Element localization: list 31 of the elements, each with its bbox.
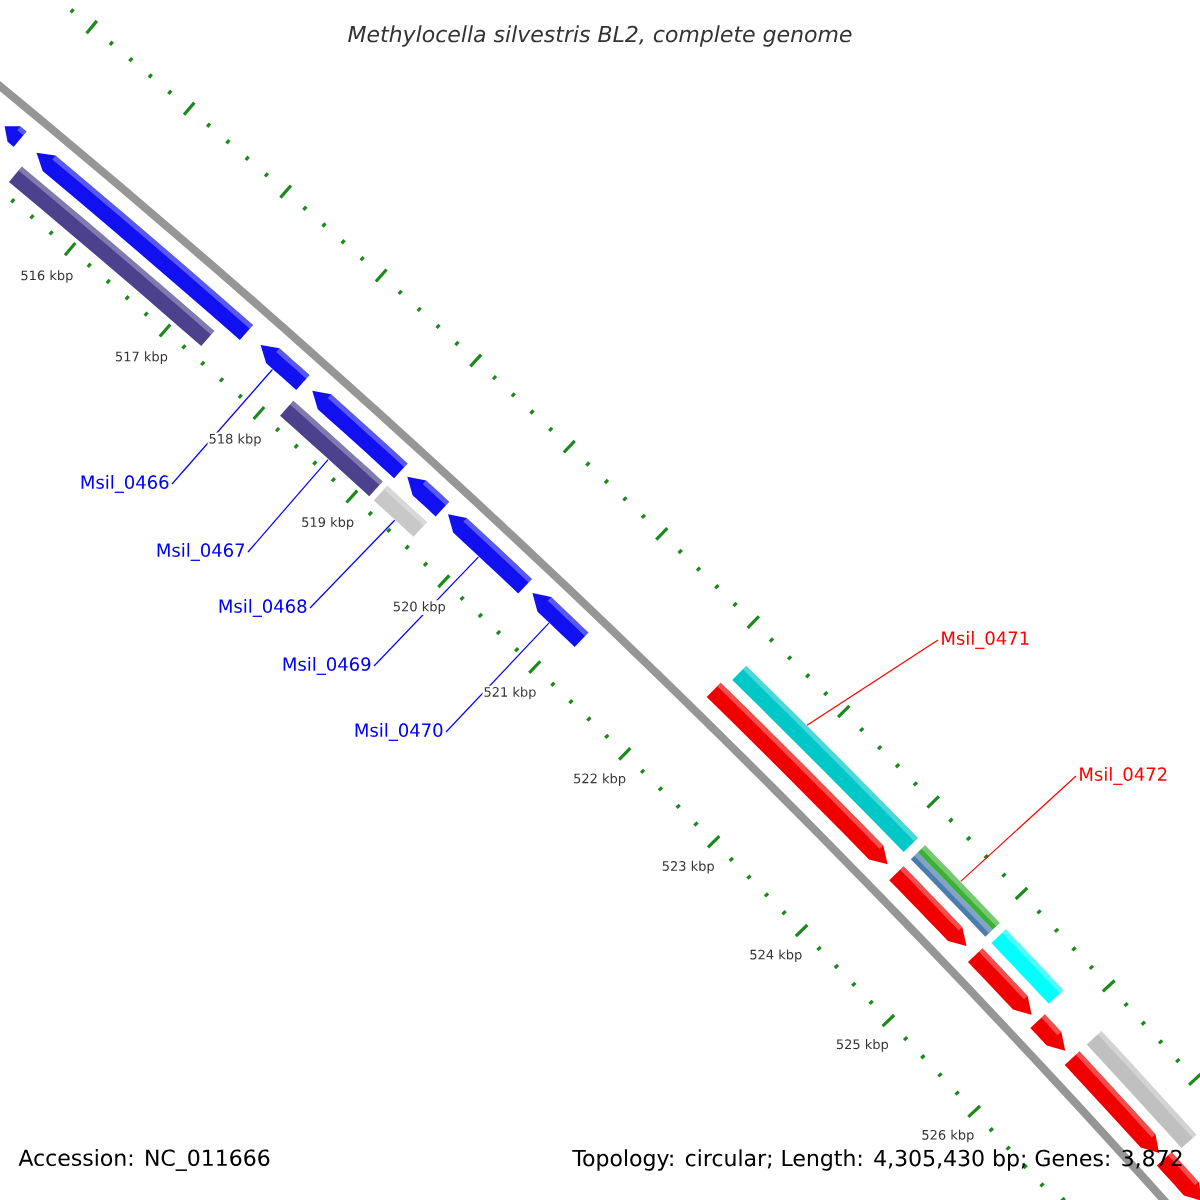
gene-label: Msil_0469 [283, 657, 371, 675]
gene-feature [448, 514, 532, 594]
gene-feature [407, 476, 450, 517]
gene-feature [968, 948, 1032, 1015]
gene-label: Msil_0472 [1080, 767, 1167, 785]
gene-bar [991, 929, 1064, 1004]
gene-bar [9, 166, 215, 347]
gene-bar [732, 665, 919, 852]
gene-label: Msil_0467 [157, 543, 245, 561]
title: Methylocella silvestris BL2, complete genome [348, 25, 852, 47]
gene-feature [889, 866, 967, 946]
gene-label: Msil_0466 [81, 475, 169, 493]
gene-label: Msil_0470 [355, 723, 443, 741]
accession-label: Accession: NC_011666 [18, 1149, 270, 1171]
leader-line [373, 556, 480, 667]
gene-feature [532, 593, 589, 648]
gene-feature [4, 126, 27, 147]
gene-feature [312, 390, 408, 479]
leader-line [171, 368, 274, 485]
gene-bar [1086, 1030, 1197, 1149]
gene-label: Msil_0468 [219, 599, 307, 617]
gene-label: Msil_0471 [942, 631, 1029, 649]
leader-line [806, 639, 939, 726]
leader-line [247, 458, 329, 553]
gene-bar [373, 485, 428, 537]
leader-line [309, 519, 396, 609]
gene-bar [280, 400, 383, 497]
leader-line [445, 622, 550, 733]
gene-feature [1030, 1014, 1066, 1051]
leader-line [960, 775, 1077, 882]
gene-feature [260, 344, 310, 390]
